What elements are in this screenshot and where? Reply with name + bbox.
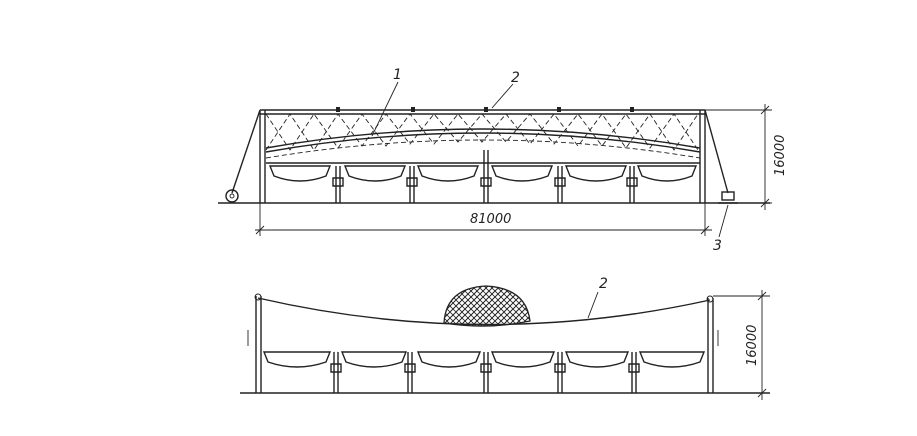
floor-bays-top: [268, 165, 698, 182]
label-2-group-bottom: 2: [587, 276, 608, 319]
height-dimension-text-top: 16000: [773, 135, 788, 176]
label-3-group: 3: [713, 204, 729, 254]
label-1: 1: [393, 67, 402, 83]
hatched-dome: [443, 285, 531, 327]
span-dimension: 81000: [255, 203, 712, 236]
label-3: 3: [713, 238, 722, 254]
intermediate-posts-bottom: [330, 352, 640, 393]
height-dimension-top: 16000: [705, 104, 788, 210]
top-chord: [260, 107, 705, 115]
right-anchor-3: [718, 191, 738, 204]
label-2-top: 2: [511, 70, 520, 86]
floor-bays-bottom: [262, 351, 706, 368]
label-2-group-top: 2: [491, 70, 520, 109]
arch-member-1: [265, 128, 701, 159]
end-columns-bottom: [247, 293, 719, 393]
bottom-elevation-view: 2 16000: [240, 276, 770, 400]
top-elevation-view: 1 2 3 81000 16000: [218, 67, 788, 254]
intermediate-posts-top: [332, 150, 638, 203]
stay-cables: [231, 109, 729, 194]
label-1-group: 1: [371, 67, 402, 137]
end-columns: [259, 110, 706, 203]
truss-lattice: [265, 113, 699, 151]
height-dimension-text-bottom: 16000: [745, 325, 760, 366]
span-dimension-text: 81000: [470, 212, 511, 227]
height-dimension-bottom: 16000: [713, 290, 770, 400]
left-anchor-winch: [225, 189, 239, 203]
label-2-bottom: 2: [599, 276, 608, 292]
